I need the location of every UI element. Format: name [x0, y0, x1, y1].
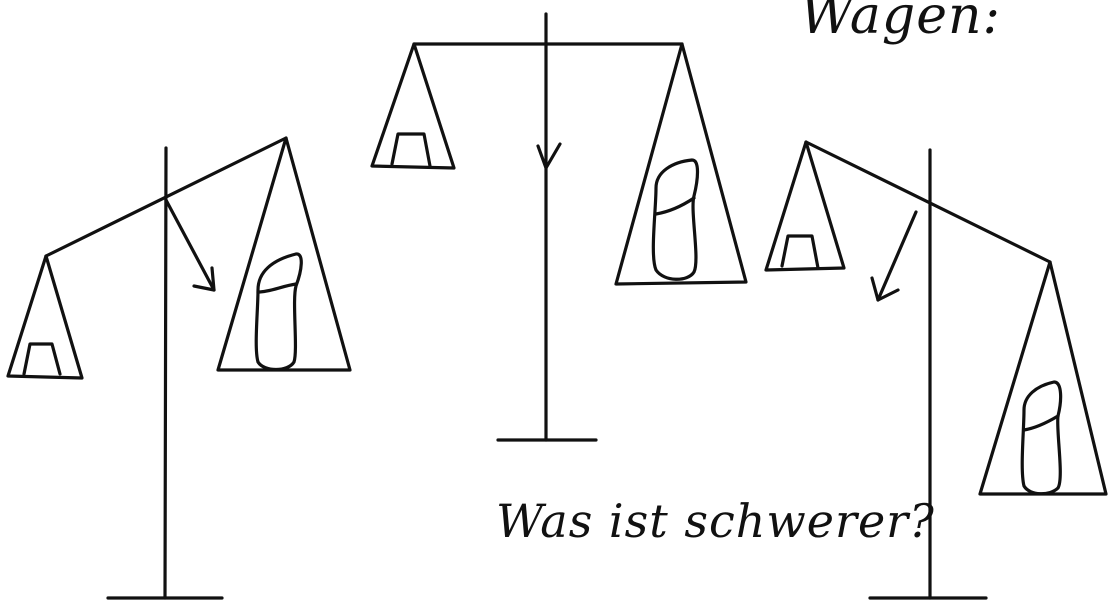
center-balance [370, 12, 748, 442]
stone-icon [651, 158, 700, 281]
arrow-icon [876, 210, 918, 302]
weight-icon [22, 342, 62, 376]
right-balance-beam [804, 140, 1052, 264]
left-balance-post [163, 146, 168, 600]
heading-text: Wagen: [800, 0, 1001, 46]
stone-icon [256, 282, 298, 294]
stone-icon [254, 252, 303, 372]
stone-icon [1022, 414, 1060, 432]
stone-icon [654, 196, 696, 216]
right-balance-right-pan [978, 260, 1108, 496]
arrow-icon [164, 198, 216, 292]
question-text: Was ist schwerer? [496, 494, 935, 548]
stone-icon [1020, 380, 1063, 496]
weight-icon [780, 234, 820, 270]
arrow-icon [192, 266, 216, 292]
left-balance-left-pan [6, 254, 84, 380]
arrow-icon [870, 276, 900, 302]
left-balance-beam [44, 136, 288, 258]
left-balance [6, 136, 352, 600]
center-balance-right-pan [614, 42, 748, 286]
right-balance [764, 140, 1108, 600]
left-balance-right-pan [216, 136, 352, 372]
weight-icon [390, 132, 432, 168]
arrow-icon [536, 142, 562, 170]
right-balance-left-pan [764, 140, 846, 272]
center-balance-left-pan [370, 42, 456, 170]
